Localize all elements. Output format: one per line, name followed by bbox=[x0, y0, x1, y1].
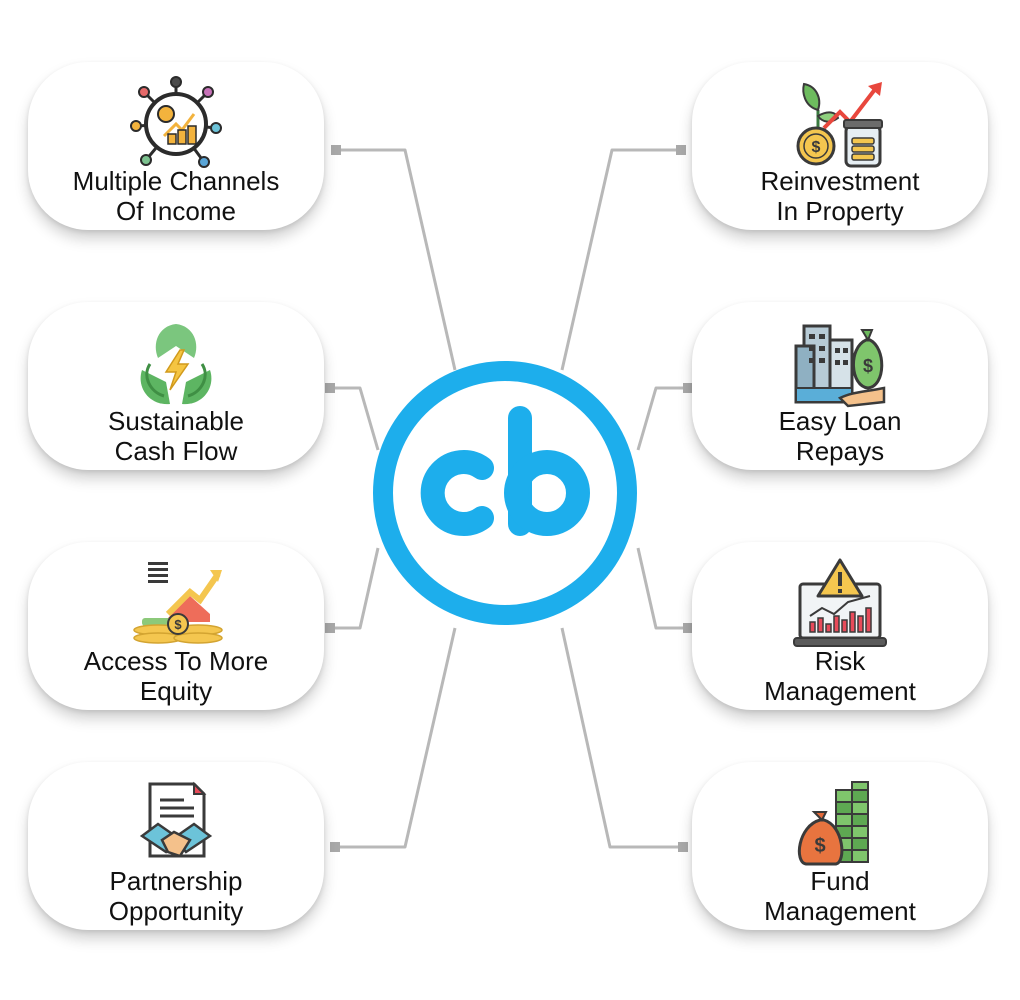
connector-sustainable bbox=[330, 386, 380, 451]
svg-text:$: $ bbox=[812, 139, 821, 156]
connector-reinvestment bbox=[560, 148, 680, 371]
card-reinvestment: $ Reinvestment In Property bbox=[692, 62, 988, 230]
card-easy-loan: $ Easy Loan Repays bbox=[692, 302, 988, 470]
investment-growth-icon: $ bbox=[796, 82, 883, 168]
connector-risk bbox=[636, 547, 688, 630]
card-partnership: Partnership Opportunity bbox=[28, 762, 324, 930]
connector-fund bbox=[560, 627, 683, 849]
hub-logo bbox=[370, 358, 640, 628]
warning-chart-icon bbox=[793, 558, 887, 647]
card-multiple-channels: Multiple Channels Of Income bbox=[28, 62, 324, 230]
card-risk-management: Risk Management bbox=[692, 542, 988, 710]
money-bag-cash-icon: $ bbox=[797, 781, 869, 866]
connector-multiple-channels bbox=[338, 148, 457, 371]
eco-energy-icon bbox=[140, 324, 212, 405]
svg-text:$: $ bbox=[174, 617, 182, 632]
card-label: Fund Management bbox=[764, 866, 916, 926]
handshake-contract-icon bbox=[139, 781, 213, 858]
card-label: Multiple Channels Of Income bbox=[72, 166, 280, 226]
cb-logo-icon bbox=[373, 361, 637, 625]
card-label: Risk Management bbox=[764, 646, 916, 706]
building-money-bag-icon: $ bbox=[794, 324, 886, 408]
equity-growth-icon: $ bbox=[133, 562, 223, 644]
card-fund-management: $ Fund Management bbox=[692, 762, 988, 930]
card-access-equity: $ Access To More Equity bbox=[28, 542, 324, 710]
card-sustainable-cash-flow: Sustainable Cash Flow bbox=[28, 302, 324, 470]
svg-text:$: $ bbox=[863, 356, 873, 376]
connector-easy-loan bbox=[636, 386, 688, 451]
card-label: Access To More Equity bbox=[83, 646, 269, 706]
connector-access-equity bbox=[330, 547, 380, 630]
income-channels-icon bbox=[130, 76, 222, 168]
card-label: Reinvestment In Property bbox=[760, 166, 920, 226]
card-label: Sustainable Cash Flow bbox=[108, 406, 244, 466]
card-label: Easy Loan Repays bbox=[778, 406, 902, 466]
svg-text:$: $ bbox=[814, 835, 825, 857]
connector-partnership bbox=[335, 627, 457, 849]
card-label: Partnership Opportunity bbox=[108, 866, 244, 926]
